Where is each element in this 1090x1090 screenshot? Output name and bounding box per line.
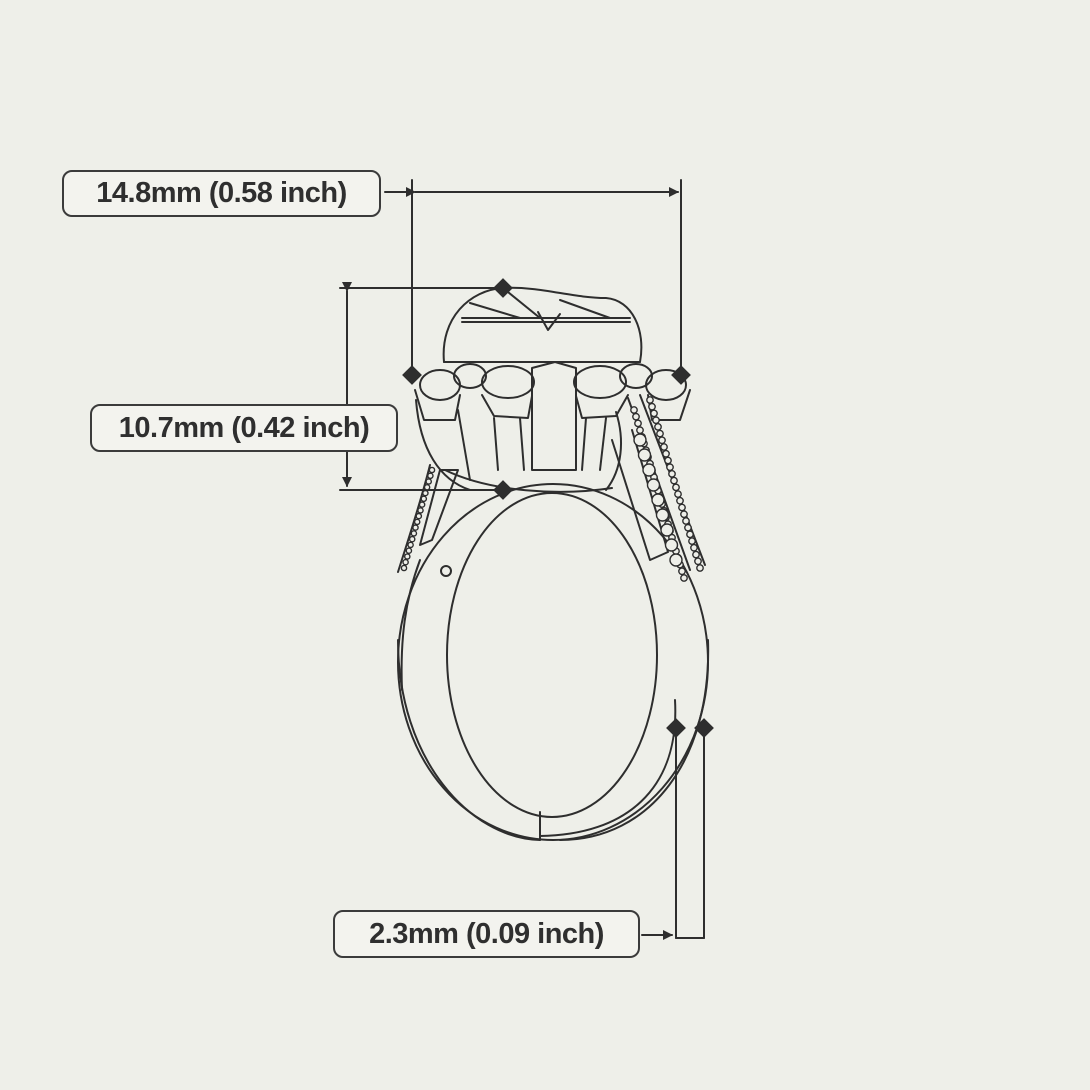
pave-bead — [632, 412, 640, 421]
pave-bead — [692, 550, 700, 559]
pave-bead — [630, 406, 638, 414]
pave-bead — [680, 510, 688, 519]
pave-bead — [678, 567, 686, 576]
pave-bead — [646, 396, 654, 404]
pave-bead — [669, 553, 683, 567]
pave-bead — [423, 483, 431, 491]
pave-bead — [422, 489, 429, 497]
height-dimension-line — [339, 282, 504, 491]
band-dimension-line — [641, 727, 705, 940]
pave-bead — [405, 547, 413, 555]
pave-bead — [651, 493, 665, 507]
prongs — [415, 399, 622, 493]
pave-bead — [633, 433, 647, 447]
pave-bead — [403, 553, 411, 560]
pave-bead — [418, 501, 426, 508]
pave-bead — [662, 449, 670, 458]
pave-bead — [415, 512, 423, 520]
pave-bead — [420, 495, 428, 503]
pave-bead — [696, 564, 704, 572]
pave-bead — [400, 564, 408, 572]
pave-bead — [678, 503, 686, 512]
pave-bead — [410, 530, 418, 537]
pave-bead — [417, 507, 424, 514]
pave-bead — [652, 416, 660, 425]
pave-bead — [656, 429, 664, 438]
pave-bead — [666, 463, 674, 472]
pave-bead — [686, 530, 694, 539]
pave-bead — [648, 402, 656, 411]
pave-bead — [650, 409, 658, 418]
pave-bead — [658, 436, 666, 445]
head-width-label: 14.8mm (0.58 inch) — [62, 170, 381, 217]
pave-bead — [674, 490, 682, 498]
pave-bead — [664, 456, 672, 465]
width-dimension-line — [384, 179, 682, 373]
pave-bead — [688, 537, 696, 545]
pave-bead — [694, 557, 702, 566]
pave-bead — [428, 466, 436, 474]
pave-bead — [413, 518, 421, 526]
pave-bead — [670, 476, 678, 485]
pave-bead — [680, 574, 688, 582]
pave-bead — [402, 558, 409, 566]
pave-bead — [408, 535, 416, 543]
halo-stones — [414, 361, 691, 471]
ring-band — [397, 483, 710, 841]
pave-bead — [642, 463, 656, 477]
pave-bead — [684, 523, 692, 532]
pave-bead — [646, 478, 661, 492]
pave-bead — [668, 469, 676, 478]
head-height-label: 10.7mm (0.42 inch) — [90, 404, 398, 452]
pave-bead — [664, 538, 679, 552]
pave-bead — [637, 448, 652, 462]
pave-bead — [427, 472, 434, 480]
pave-bead — [425, 478, 433, 485]
pave-bead — [636, 426, 644, 435]
pave-bead — [634, 419, 642, 428]
band-width-label: 2.3mm (0.09 inch) — [333, 910, 640, 958]
pave-bead — [660, 443, 668, 451]
pave-bead — [654, 422, 662, 431]
pave-beads — [400, 396, 704, 582]
pave-bead — [676, 496, 684, 505]
center-stone — [442, 286, 643, 363]
pave-bead — [672, 483, 680, 492]
pave-bead — [682, 517, 690, 525]
pave-bead — [660, 523, 674, 537]
pave-bead — [655, 508, 670, 522]
pave-bead — [407, 541, 414, 549]
pave-bead — [412, 524, 419, 531]
pave-bead — [690, 543, 698, 552]
